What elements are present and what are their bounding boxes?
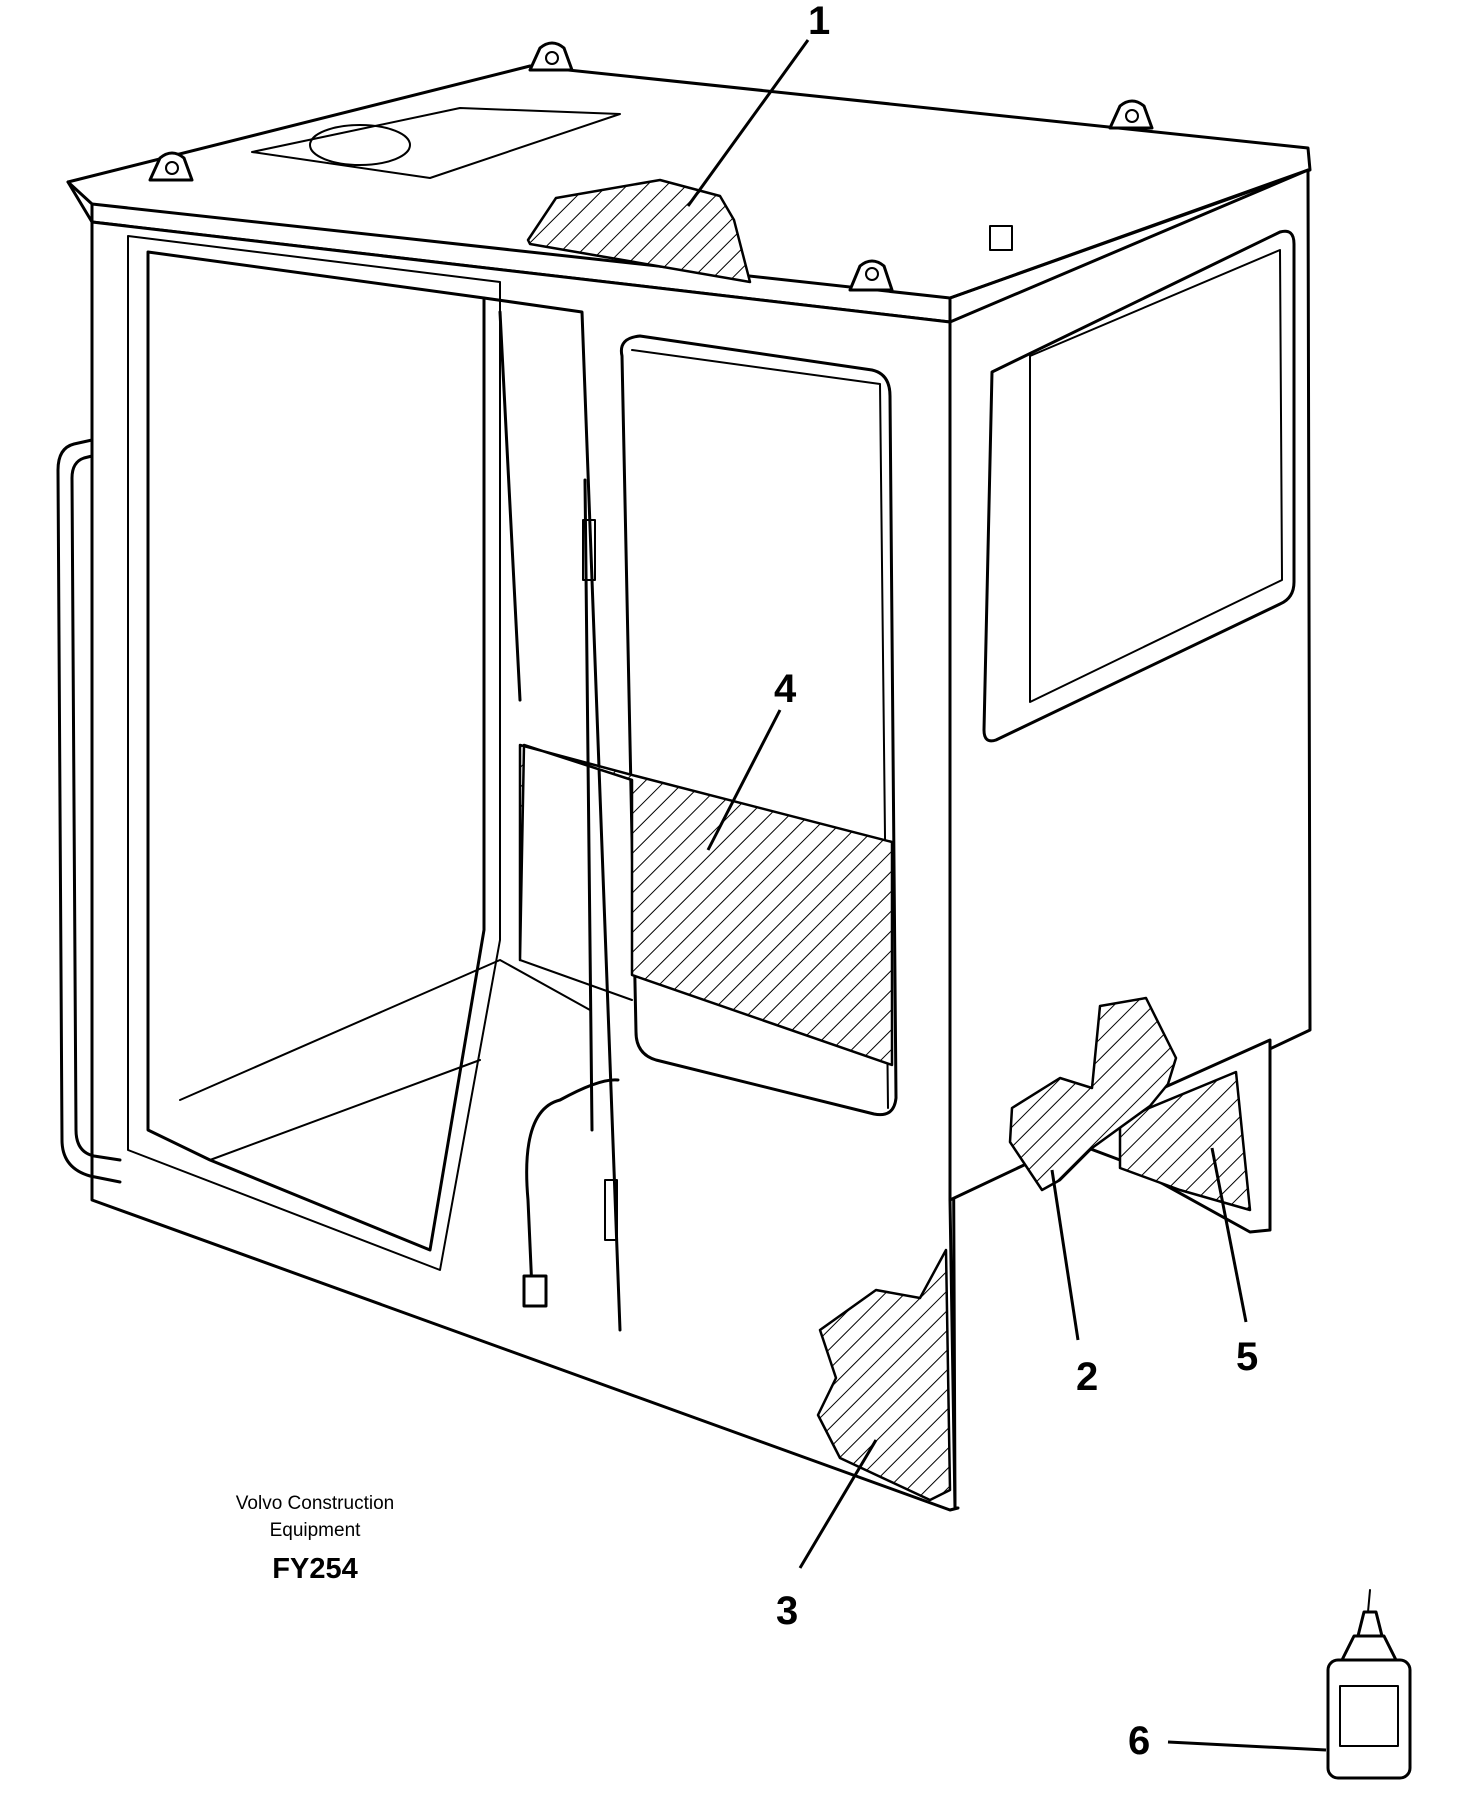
leader-5 <box>1210 1147 1248 1323</box>
caption-line-2: Equipment <box>270 1520 362 1541</box>
lower-panel-insulation <box>816 1248 952 1502</box>
callout-3: 3 <box>776 1589 798 1633</box>
adhesive-bottle-icon <box>1326 1589 1412 1780</box>
callout-4: 4 <box>774 667 797 711</box>
leader-6 <box>1167 1740 1327 1752</box>
leader-3 <box>798 1439 878 1569</box>
side-panel-insulation <box>1008 996 1178 1192</box>
lifting-eye-icon <box>148 41 1154 292</box>
roof-insulation-patch <box>526 178 752 284</box>
caption-line-1: Volvo Construction <box>236 1493 394 1514</box>
leader-4 <box>706 709 782 851</box>
callout-2: 2 <box>1076 1355 1098 1399</box>
cab-front-frame <box>90 220 960 1512</box>
diagram-caption: Volvo Construction Equipment FY254 <box>236 1493 394 1585</box>
cab-right-side <box>948 168 1312 1510</box>
figure-code: FY254 <box>272 1553 357 1585</box>
callout-6: 6 <box>1128 1719 1150 1763</box>
callout-5: 5 <box>1236 1335 1258 1379</box>
leader-1 <box>686 39 810 207</box>
handrail <box>56 438 122 1184</box>
leader-lines <box>686 39 1327 1752</box>
leader-2 <box>1050 1169 1080 1341</box>
callout-1: 1 <box>808 0 830 43</box>
callout-labels: 1 4 2 5 3 6 <box>774 0 1258 1763</box>
